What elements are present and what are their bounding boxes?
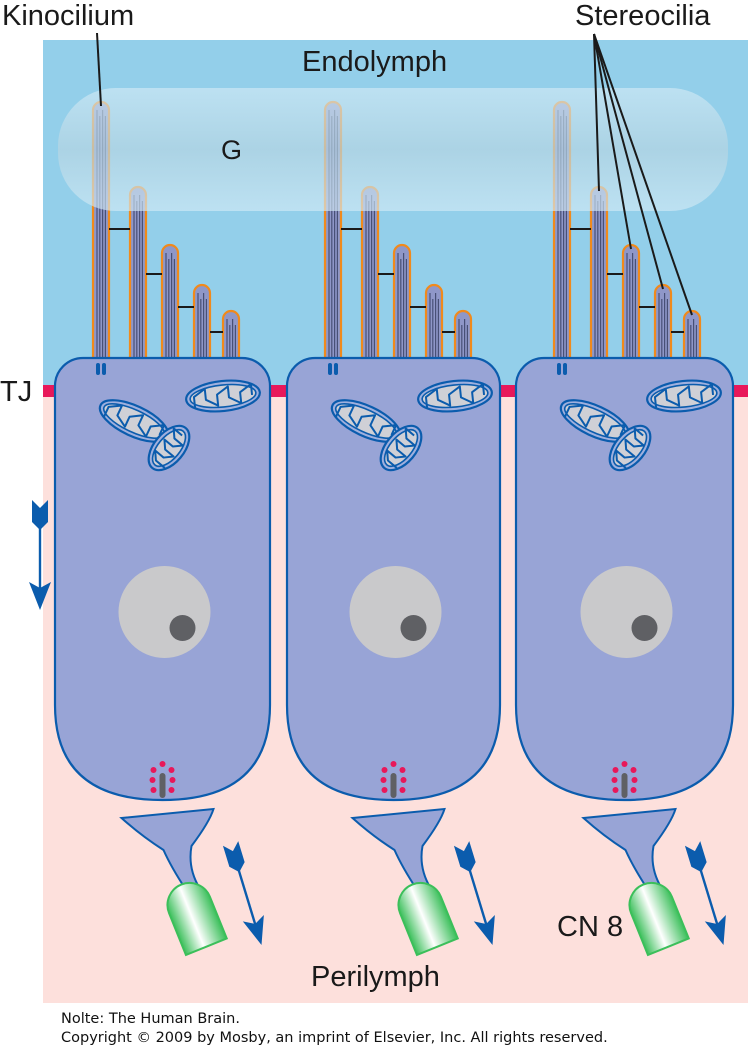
synaptic-vesicle (400, 777, 407, 783)
nucleus (580, 566, 673, 658)
leader-line (593, 33, 664, 290)
stereocilium (192, 283, 212, 362)
synaptic-ribbon (159, 773, 166, 798)
stereocilium (653, 283, 673, 362)
synaptic-vesicle (169, 777, 176, 783)
caption-copyright: Copyright © 2009 by Mosby, an imprint of… (61, 1030, 608, 1046)
mitochondrion (185, 379, 261, 413)
tight-junction-label: TJ (0, 376, 33, 408)
leader-line (96, 32, 102, 107)
hair-cell-3 (514, 100, 735, 957)
synaptic-vesicle (399, 767, 406, 773)
nucleolus (400, 615, 427, 641)
signal-arrow-icon (453, 841, 495, 945)
mitochondrion (646, 379, 722, 413)
stereocilium (682, 309, 702, 362)
perilymph-label: Perilymph (311, 961, 440, 993)
synaptic-vesicle (168, 787, 175, 793)
synaptic-vesicle (150, 767, 157, 773)
basal-body (328, 363, 332, 375)
synaptic-vesicle (150, 787, 157, 793)
stereocilium (160, 243, 180, 362)
kinocilium-label: Kinocilium (2, 0, 135, 32)
synaptic-vesicle (149, 777, 156, 783)
synaptic-vesicle (168, 767, 175, 773)
synaptic-ribbon (390, 773, 397, 798)
caption-source: Nolte: The Human Brain. (61, 1011, 240, 1027)
stereocilia-label: Stereocilia (575, 0, 711, 32)
basal-body (96, 363, 100, 375)
mitochondrion (98, 399, 170, 443)
leader-line (593, 33, 632, 250)
stereocilium (360, 185, 380, 362)
signal-arrow-icon (222, 841, 264, 945)
hair-cell-2 (285, 100, 502, 957)
gelatinous-layer (58, 88, 728, 211)
synaptic-ribbon (621, 773, 628, 798)
synaptic-vesicle (381, 787, 388, 793)
basal-body (557, 363, 561, 375)
signal-arrow-icon (29, 500, 51, 610)
endolymph-label: Endolymph (302, 46, 448, 78)
synaptic-vesicle (630, 767, 637, 773)
mitochondrion (608, 424, 652, 472)
nucleus (118, 566, 211, 658)
nucleolus (631, 615, 658, 641)
stereocilium (453, 309, 473, 362)
myelin-sheath (628, 882, 691, 957)
mitochondrion (379, 424, 423, 472)
myelin-sheath (397, 882, 460, 957)
stereocilium (128, 185, 148, 362)
synaptic-vesicle (612, 767, 619, 773)
cn8-label: CN 8 (557, 911, 624, 943)
stereocilium (424, 283, 444, 362)
synaptic-vesicle (631, 777, 638, 783)
nucleolus (169, 615, 196, 641)
stereocilium (589, 185, 609, 362)
synaptic-vesicle (621, 761, 628, 767)
synaptic-vesicle (390, 761, 397, 767)
stereocilium (621, 243, 641, 362)
nucleus (349, 566, 442, 658)
leader-line (593, 33, 693, 316)
stereocilium (221, 309, 241, 362)
synaptic-vesicle (611, 777, 618, 783)
stereocilium (392, 243, 412, 362)
myelin-sheath (166, 882, 229, 957)
gel-label: G (221, 135, 243, 165)
synaptic-vesicle (159, 761, 166, 767)
synaptic-vesicle (630, 787, 637, 793)
synaptic-vesicle (612, 787, 619, 793)
mitochondrion (147, 424, 191, 472)
synaptic-vesicle (380, 777, 387, 783)
mitochondrion (417, 379, 493, 413)
signal-arrow-icon (684, 841, 726, 945)
synaptic-vesicle (381, 767, 388, 773)
synaptic-vesicle (399, 787, 406, 793)
leader-line (593, 33, 600, 192)
